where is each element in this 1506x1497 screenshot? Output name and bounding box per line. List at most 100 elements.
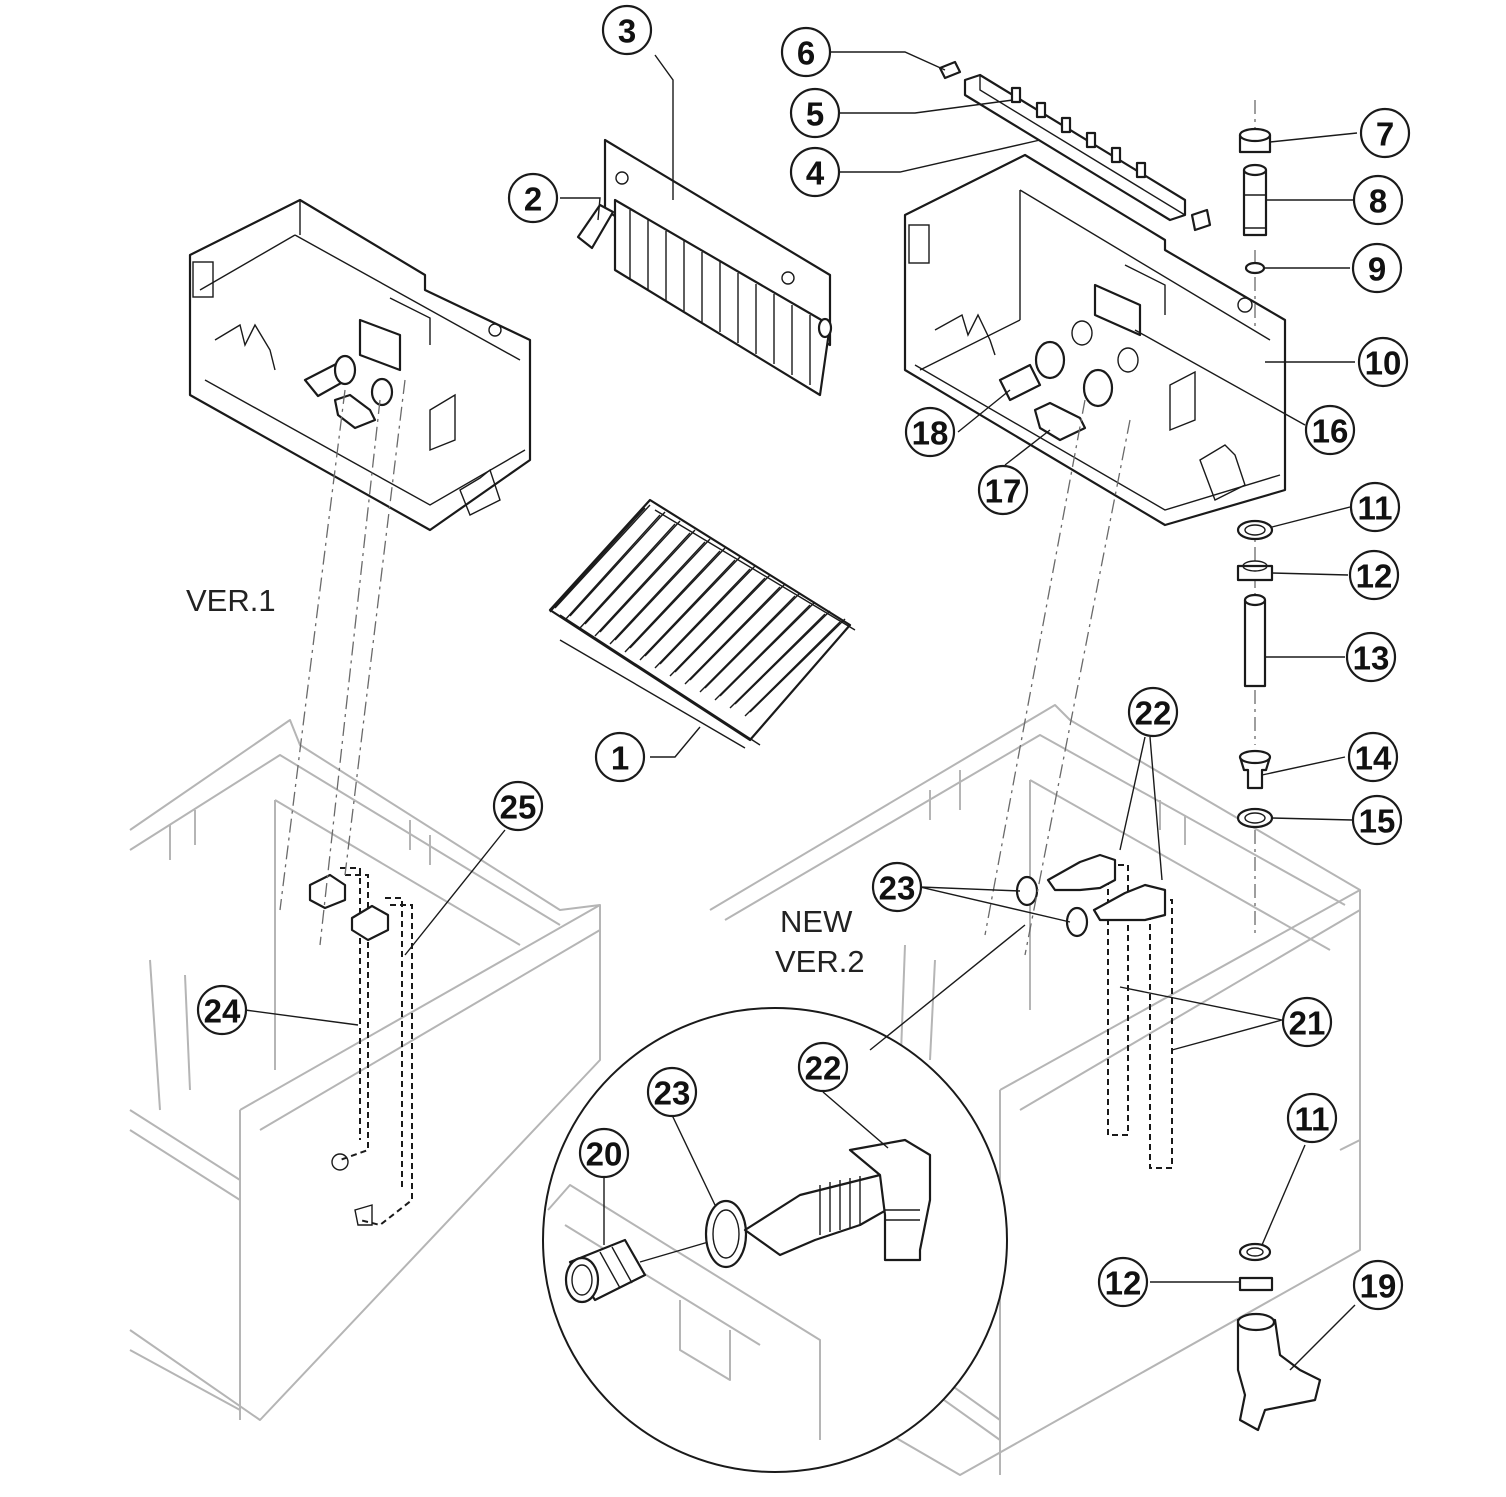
right-cabinet-outline bbox=[709, 704, 1361, 1476]
callout-number: 23 bbox=[879, 870, 916, 907]
callout-number: 1 bbox=[611, 740, 629, 777]
callout-circle bbox=[789, 146, 841, 198]
part-19-drain-valve bbox=[1236, 1242, 1322, 1432]
callout-bubbles: 1234567891011121314151617181920212222232… bbox=[196, 4, 1411, 1311]
callout-circle bbox=[594, 731, 646, 783]
callout-8: 8 bbox=[1352, 174, 1404, 226]
callout-circle bbox=[1351, 242, 1403, 294]
callout-22: 22 bbox=[1127, 686, 1179, 738]
callout-number: 20 bbox=[586, 1136, 623, 1173]
callout-7: 7 bbox=[1359, 107, 1411, 159]
callout-circle bbox=[196, 984, 248, 1036]
callout-9: 9 bbox=[1351, 242, 1403, 294]
callout-11: 11 bbox=[1349, 481, 1401, 533]
callout-circle bbox=[1345, 631, 1397, 683]
part-17-elbow bbox=[1033, 401, 1087, 442]
callout-18: 18 bbox=[904, 406, 956, 458]
callout-circle bbox=[1281, 996, 1333, 1048]
callout-number: 24 bbox=[204, 993, 241, 1030]
callout-circle bbox=[1286, 1092, 1338, 1144]
callout-number: 3 bbox=[618, 13, 636, 50]
ver2-label-line1: NEW bbox=[780, 904, 853, 939]
callout-11: 11 bbox=[1286, 1092, 1338, 1144]
part-2-clip bbox=[576, 203, 615, 250]
callout-10: 10 bbox=[1357, 336, 1409, 388]
part-22-elbow-detail bbox=[743, 1138, 932, 1262]
callout-14: 14 bbox=[1347, 731, 1399, 783]
part-5-nozzles bbox=[1010, 86, 1147, 179]
callout-20: 20 bbox=[578, 1127, 630, 1179]
ver2-label-line2: VER.2 bbox=[775, 944, 865, 979]
part-23-gasket-detail bbox=[704, 1199, 748, 1269]
callout-circle bbox=[507, 172, 559, 224]
callout-25: 25 bbox=[492, 780, 544, 832]
callout-number: 14 bbox=[1355, 740, 1392, 777]
callout-circle bbox=[1349, 481, 1401, 533]
callout-circle bbox=[977, 464, 1029, 516]
callout-2: 2 bbox=[507, 172, 559, 224]
part-20-nut-detail bbox=[564, 1238, 647, 1304]
callout-number: 4 bbox=[806, 155, 825, 192]
detail-magnifier bbox=[542, 1007, 1008, 1473]
callout-number: 6 bbox=[797, 35, 815, 72]
callout-number: 22 bbox=[1135, 695, 1172, 732]
callout-number: 15 bbox=[1359, 803, 1396, 840]
callout-23: 23 bbox=[646, 1066, 698, 1118]
ver2-hoses bbox=[1015, 853, 1173, 1169]
callout-15: 15 bbox=[1351, 794, 1403, 846]
callout-number: 5 bbox=[806, 96, 824, 133]
callout-number: 8 bbox=[1369, 183, 1387, 220]
callout-number: 22 bbox=[805, 1050, 842, 1087]
callout-circle bbox=[1097, 1256, 1149, 1308]
callout-circle bbox=[1348, 549, 1400, 601]
ver1-label: VER.1 bbox=[186, 583, 276, 618]
callout-12: 12 bbox=[1097, 1256, 1149, 1308]
part-18-coupling bbox=[998, 340, 1114, 408]
leader-lines bbox=[244, 51, 1358, 1371]
callout-17: 17 bbox=[977, 464, 1029, 516]
part-1-grill bbox=[548, 498, 856, 749]
left-cabinet-outline bbox=[129, 719, 601, 1421]
callout-number: 18 bbox=[912, 415, 949, 452]
callout-circle bbox=[578, 1127, 630, 1179]
callout-circle bbox=[780, 26, 832, 78]
callout-4: 4 bbox=[789, 146, 841, 198]
callout-circle bbox=[871, 861, 923, 913]
callout-number: 16 bbox=[1312, 413, 1349, 450]
callout-number: 17 bbox=[985, 473, 1022, 510]
callout-circle bbox=[1351, 794, 1403, 846]
callout-number: 25 bbox=[500, 789, 537, 826]
callout-circle bbox=[789, 87, 841, 139]
part-10-right-tank bbox=[903, 153, 1287, 527]
callout-19: 19 bbox=[1352, 1259, 1404, 1311]
callout-circle bbox=[1347, 731, 1399, 783]
callout-circle bbox=[1352, 174, 1404, 226]
callout-5: 5 bbox=[789, 87, 841, 139]
callout-circle bbox=[1127, 686, 1179, 738]
part-6-end-cap bbox=[938, 60, 1212, 232]
callout-21: 21 bbox=[1281, 996, 1333, 1048]
callout-22: 22 bbox=[797, 1041, 849, 1093]
callout-circle bbox=[1357, 336, 1409, 388]
callout-number: 11 bbox=[1295, 1101, 1330, 1138]
callout-number: 12 bbox=[1105, 1265, 1142, 1302]
callout-16: 16 bbox=[1304, 404, 1356, 456]
callout-3: 3 bbox=[601, 4, 653, 56]
ver1-hoses bbox=[308, 867, 413, 1227]
part-3-filter-panel bbox=[603, 138, 833, 397]
callout-circle bbox=[904, 406, 956, 458]
callout-circle bbox=[1359, 107, 1411, 159]
callout-number: 21 bbox=[1289, 1005, 1326, 1042]
left-tank-ver1 bbox=[188, 198, 532, 532]
callout-23: 23 bbox=[871, 861, 923, 913]
callout-circle bbox=[797, 1041, 849, 1093]
callout-1: 1 bbox=[594, 731, 646, 783]
callout-circle bbox=[1304, 404, 1356, 456]
callout-circle bbox=[646, 1066, 698, 1118]
callout-number: 23 bbox=[654, 1075, 691, 1112]
callout-number: 11 bbox=[1358, 490, 1393, 527]
callout-number: 12 bbox=[1356, 558, 1393, 595]
callout-circle bbox=[492, 780, 544, 832]
callout-number: 2 bbox=[524, 181, 542, 218]
